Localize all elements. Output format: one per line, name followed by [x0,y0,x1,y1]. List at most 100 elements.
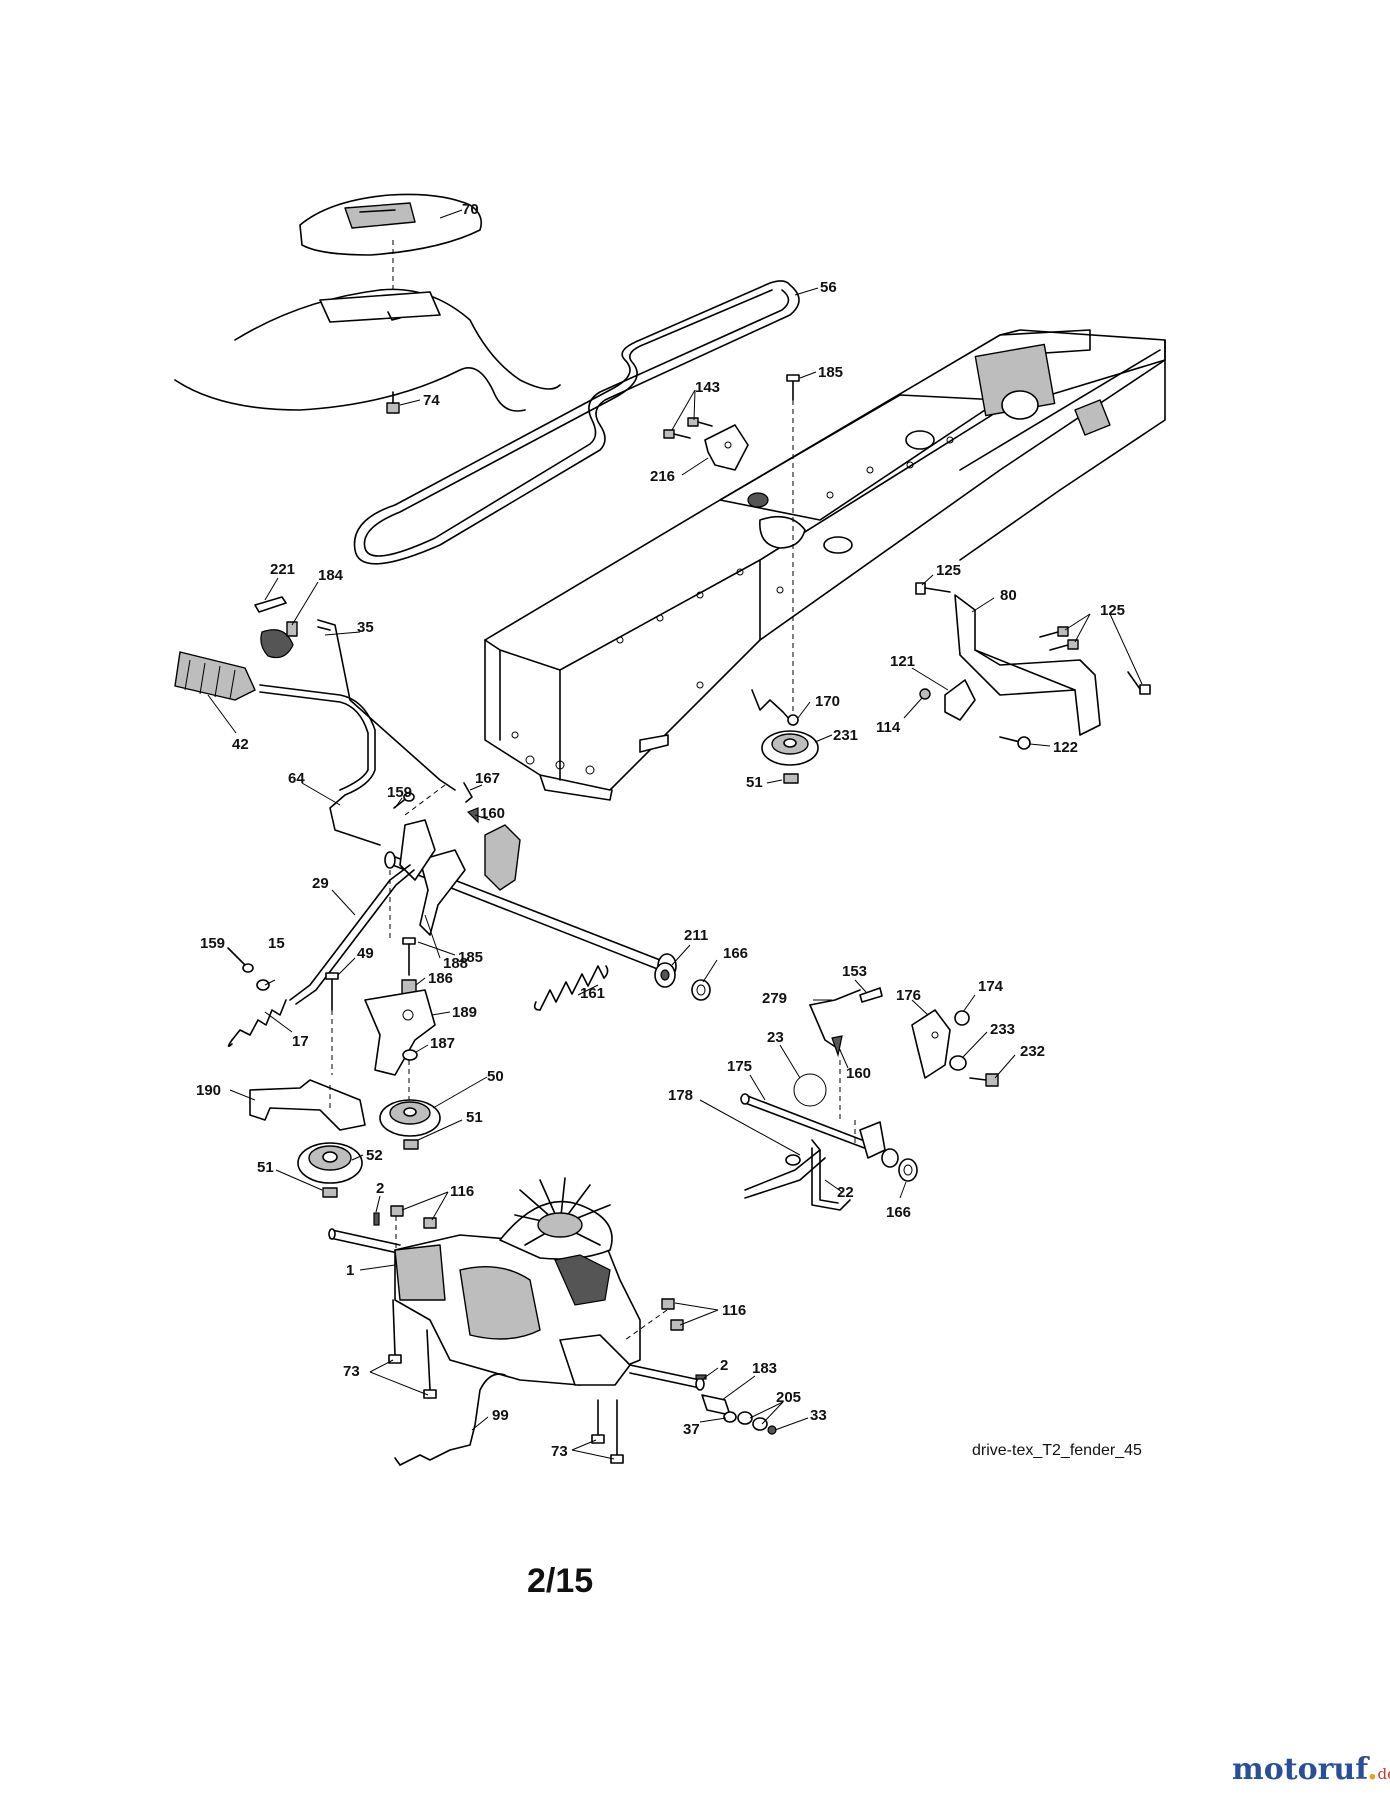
label-233: 233 [990,1021,1015,1038]
frame [484,329,1166,801]
label-189: 189 [452,1004,477,1021]
label-22: 22 [837,1184,854,1201]
leader-lines [207,209,1143,1460]
washer-187 [402,1049,418,1061]
label-70: 70 [462,201,479,218]
label-188: 188 [443,955,468,972]
label-51-c: 51 [746,774,763,791]
label-125: 125 [936,562,961,579]
lever-188 [399,819,466,936]
spring-17 [227,999,287,1048]
bolt-185-lower [402,937,416,976]
label-73-lower: 73 [551,1443,568,1460]
label-143: 143 [695,379,720,396]
washer-166-right [898,1158,918,1182]
label-50: 50 [487,1068,504,1085]
clip-33 [767,1425,777,1435]
label-56: 56 [820,279,837,296]
label-35: 35 [357,619,374,636]
label-159: 159 [387,784,412,801]
label-122: 122 [1053,739,1078,756]
label-15: 15 [268,935,285,952]
clip-153 [859,987,883,1003]
label-153: 153 [842,963,867,980]
shield-190 [249,1079,366,1131]
watermark-logo: motoruf.de [1232,1752,1390,1787]
label-29: 29 [312,875,329,892]
label-74: 74 [423,392,440,409]
nut-51-frame [783,773,799,784]
label-42: 42 [232,736,249,753]
watermark-name: motoruf [1232,1752,1368,1787]
label-125-right: 125 [1100,602,1125,619]
washers-205 [737,1411,768,1431]
label-159-lower: 159 [200,935,225,952]
label-186: 186 [428,970,453,987]
part-labels: 70 56 74 185 143 216 221 184 35 42 64 15… [196,201,1125,1460]
label-183: 183 [752,1360,777,1377]
label-167: 167 [475,770,500,787]
nuts-116-right [661,1298,684,1331]
label-17: 17 [292,1033,309,1050]
label-174: 174 [978,978,1004,995]
rod-35 [317,619,456,791]
label-221: 221 [270,561,295,578]
nut-51-pulley50 [403,1139,419,1150]
label-279: 279 [762,990,787,1007]
clip-167 [463,782,473,803]
rod-64 [259,684,381,846]
clip-160-right [831,1035,843,1058]
diagram-code: drive-tex_T2_fender_45 [972,1442,1142,1459]
bracket-189 [364,989,436,1076]
label-1: 1 [346,1262,354,1279]
bracket-80 [954,594,1101,736]
label-166: 166 [723,945,748,962]
bolts-73-right [591,1399,624,1464]
label-116-right: 116 [722,1302,746,1319]
rod-99 [394,1373,506,1466]
bolts-73-left [388,1299,437,1399]
label-2-bottom: 2 [720,1357,728,1374]
clip-160-top [466,807,479,824]
label-64: 64 [288,770,305,787]
nut-51-pulley52 [322,1187,338,1198]
washer-37 [723,1411,737,1423]
washer-233 [949,1055,967,1071]
label-160: 160 [480,805,505,822]
belt-56 [353,280,800,565]
key-2-top [373,1212,380,1226]
label-116: 116 [450,1183,474,1200]
label-178: 178 [668,1087,693,1104]
bushing-211 [654,962,676,988]
label-2-top: 2 [376,1180,384,1197]
label-176: 176 [896,987,921,1004]
nut-114 [919,688,931,700]
label-37: 37 [683,1421,700,1438]
bracket-121 [944,679,976,721]
label-114: 114 [876,719,901,736]
ball-23 [793,1073,827,1107]
bracket-176 [911,1009,951,1079]
label-216: 216 [650,468,675,485]
label-231: 231 [833,727,858,744]
label-205: 205 [776,1389,801,1406]
bolts-125-right [1039,626,1151,695]
label-33: 33 [810,1407,827,1424]
fender-cover-70 [299,193,483,312]
pin-159-bottom [227,947,254,973]
label-73: 73 [343,1363,360,1380]
washer-166-shaft [691,979,711,1001]
label-187: 187 [430,1035,455,1052]
pulley-52 [297,1142,363,1184]
rod-29 [289,864,415,1005]
arm-22 [811,1147,851,1211]
washer-174 [954,1010,970,1026]
bracket-216 [704,424,749,471]
label-175: 175 [727,1058,752,1075]
label-51-b: 51 [257,1159,274,1176]
label-185-lower: 185 [458,949,483,966]
label-121: 121 [890,653,915,670]
nuts-116-top [390,1205,437,1229]
bolt-232 [969,1073,999,1087]
